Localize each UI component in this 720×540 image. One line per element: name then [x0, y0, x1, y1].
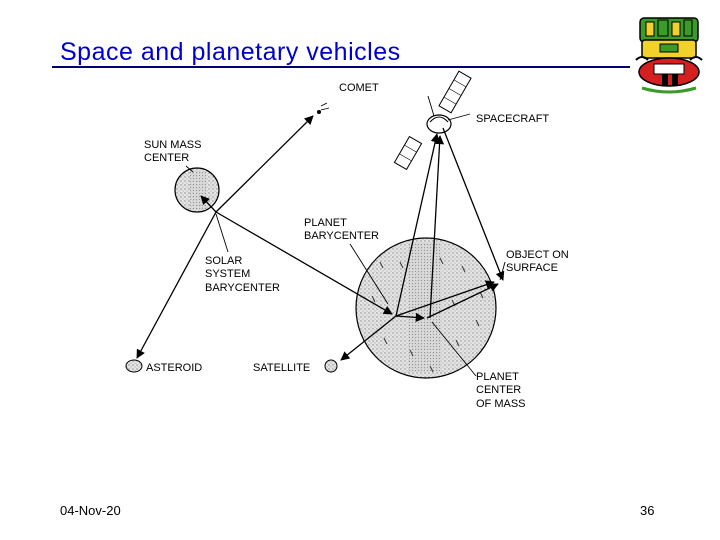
- comet-label: COMET: [339, 82, 379, 94]
- sun-mass-center-label-line1: SUN MASS: [144, 139, 201, 151]
- asteroid-label: ASTEROID: [146, 362, 202, 374]
- spacecraft-body: [393, 70, 472, 171]
- comet-mark: [317, 102, 330, 114]
- spacecraft-label: SPACECRAFT: [476, 113, 549, 125]
- object-on-surface-label-line2: SURFACE: [506, 262, 558, 274]
- object-on-surface-label-line1: OBJECT ON: [506, 249, 569, 261]
- planet-dashes: [371, 257, 484, 373]
- solar-system-barycenter-label-line2: SYSTEM: [205, 268, 250, 280]
- solar-system-barycenter-label-line3: BARYCENTER: [205, 282, 280, 294]
- leader-lines: [185, 95, 506, 377]
- institution-emblem-icon: [635, 17, 703, 94]
- solar-system-barycenter-label-line1: SOLAR: [205, 255, 242, 267]
- planet-center-of-mass-label-line3: OF MASS: [476, 398, 526, 410]
- title-underline: [52, 66, 630, 68]
- satellite-label: SATELLITE: [253, 362, 310, 374]
- planet-center-of-mass-label-line2: CENTER: [476, 384, 521, 396]
- planet-barycenter-label-line1: PLANET: [304, 217, 347, 229]
- sun-mass-center-label-line2: CENTER: [144, 152, 189, 164]
- sun-band: [190, 170, 206, 210]
- satellite-body: [324, 359, 338, 373]
- slide-title: Space and planetary vehicles: [60, 38, 401, 66]
- footer-date: 04-Nov-20: [60, 503, 121, 518]
- vector-lines: [136, 115, 505, 361]
- planet-barycenter-label-line2: BARYCENTER: [304, 230, 379, 242]
- asteroid-body: [125, 359, 143, 373]
- planet-band: [408, 242, 442, 372]
- page-number: 36: [640, 503, 655, 518]
- planet-center-of-mass-label-line1: PLANET: [476, 371, 519, 383]
